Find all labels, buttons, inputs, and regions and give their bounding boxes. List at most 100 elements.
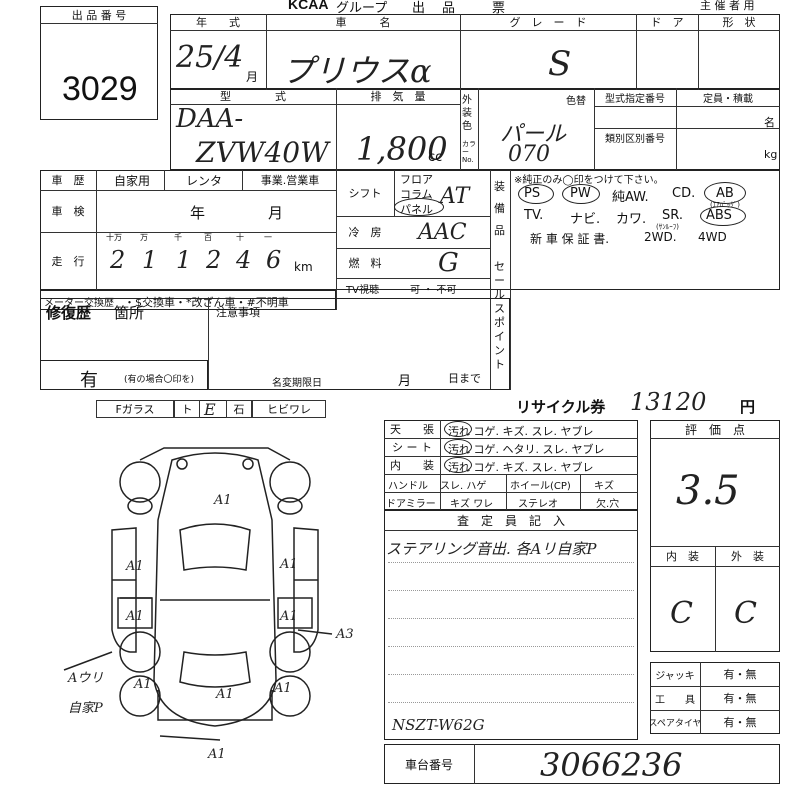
cond-stereo: ステレオ <box>518 499 558 510</box>
unit-100: 百 <box>204 233 212 242</box>
odo-digit-6: 6 <box>266 246 282 274</box>
label-tv: TV視聴 <box>346 285 379 296</box>
label-capacity: 定員・積載 <box>703 93 753 105</box>
chassis-code: NSZT-W62G <box>392 716 485 734</box>
equip-tv: TV. <box>524 208 544 223</box>
tool-jack-value: 有・無 <box>723 668 757 681</box>
row1-box <box>170 14 780 90</box>
side-note-2: 自家P <box>68 700 103 716</box>
cond-interior: 内 装 <box>390 459 434 472</box>
tv-options: 可 ・ 不可 <box>410 285 457 296</box>
aircon-value: AAC <box>418 220 467 245</box>
lot-number: 3029 <box>62 70 138 108</box>
row2-box <box>170 88 780 170</box>
deadline-label: 名変期限日 <box>272 378 322 389</box>
label-exterior: 外 装 <box>731 550 764 563</box>
label-exterior-color: 外装色 <box>462 95 472 132</box>
glass-crack: ヒビワレ <box>252 400 326 418</box>
year-value: 25/4 <box>176 40 244 75</box>
meter-label: メーター交換歴 <box>44 298 114 309</box>
model-line2: ZVW40W <box>196 136 329 169</box>
car-name: プリウスα <box>282 52 432 90</box>
label-shift: シフト <box>348 187 382 200</box>
label-class-no: 類別区別番号 <box>605 133 665 145</box>
repair-place: 箇所 <box>114 304 145 322</box>
tool-spare-value: 有・無 <box>723 716 757 729</box>
cond-ceiling: 天 張 <box>390 423 434 436</box>
repair-answer-box <box>40 360 208 390</box>
repair-box <box>40 298 510 390</box>
recycle-label: リサイクル券 <box>516 398 606 416</box>
color-code: 070 <box>508 142 550 167</box>
inspector-text: ステアリング音出. 各Aリ自家P <box>386 540 597 558</box>
label-door: ド ア <box>650 16 684 29</box>
repair-note: (有の場合〇印を) <box>124 375 195 385</box>
equip-cd: CD. <box>672 186 696 201</box>
label-distance: 走 行 <box>51 255 85 268</box>
lot-box <box>40 6 158 120</box>
equip-2wd: 2WD. <box>644 230 677 244</box>
kg-unit: kg <box>764 148 778 161</box>
cond-handle: ハンドル <box>388 481 428 492</box>
chassis-number: 3066236 <box>540 746 683 784</box>
label-shaken: 車 検 <box>51 205 85 218</box>
unit-1k: 千 <box>174 233 182 242</box>
equip-note: ※純正のみ◯印をつけて下さい。 <box>514 175 664 186</box>
shift-value: AT <box>440 184 470 209</box>
unit-10: 十 <box>236 233 244 242</box>
label-displacement: 排 気 量 <box>370 90 426 103</box>
chassis-label: 車台番号 <box>404 757 453 772</box>
cond-handle-opts: スレ. ハゲ <box>440 481 487 492</box>
side-note-1: Aウリ <box>67 671 103 686</box>
cond-wheel-value: キズ <box>594 481 614 492</box>
history-opt-private: 自家用 <box>113 173 150 188</box>
label-color-change: 色替 <box>566 96 586 107</box>
history-box <box>40 170 780 290</box>
car-diagram: A1 A1 A1 A1 A1 A1 A1 A1 A1 A3 Aウリ 自家P <box>63 447 354 760</box>
equip-sr: SR. <box>662 208 683 223</box>
glass-stone: 石 <box>226 400 252 418</box>
title-char-2: 品 <box>442 1 456 16</box>
cc-unit: cc <box>428 150 443 165</box>
grade-value: S <box>548 44 572 84</box>
odo-digit-1: 2 <box>110 246 126 274</box>
damage-mark-a3: A3 <box>335 627 354 642</box>
owner-label: 主 催 者 用 <box>700 0 755 12</box>
damage-mark-4: A1 <box>279 557 298 572</box>
fuel-value: G <box>438 248 459 278</box>
model-line1: DAA- <box>176 104 244 134</box>
glass-f: Fガラス <box>96 400 174 418</box>
logo: KCAA <box>288 0 329 12</box>
exterior-score: C <box>734 596 757 631</box>
glass-to: ト <box>174 400 200 418</box>
cond-mirror: ドアミラー <box>386 499 436 510</box>
equip-4wd: 4WD <box>698 230 727 244</box>
inspector-title: 査 定 員 記 入 <box>456 513 565 528</box>
odo-digit-4: 2 <box>206 246 222 274</box>
repair-answer: 有 <box>80 370 98 391</box>
label-aircon: 冷 房 <box>348 226 382 239</box>
damage-mark-8: A1 <box>273 681 292 696</box>
history-opt-business: 事業.営業車 <box>260 174 320 187</box>
glass-mark: E <box>204 400 216 419</box>
score-value: 3.5 <box>676 468 740 514</box>
equip-ab-sub: (ｴｱﾊﾞｯｸﾞ) <box>710 201 740 209</box>
tool-tools-value: 有・無 <box>723 692 757 705</box>
notes-label: 注意事項 <box>216 306 260 319</box>
recycle-value: 13120 <box>630 388 707 416</box>
label-year: 年 式 <box>196 16 240 29</box>
odo-digit-2: 1 <box>142 246 158 274</box>
label-interior: 内 装 <box>666 550 699 563</box>
odo-digit-5: 4 <box>236 246 252 274</box>
title-char-3: 票 <box>492 1 506 16</box>
label-grade: グ レ ー ド <box>509 16 587 29</box>
cond-stereo-value: 欠.穴 <box>596 499 620 510</box>
cond-wheel: ホイール(CP) <box>510 481 571 492</box>
tool-tools: 工 具 <box>655 694 695 706</box>
recycle-unit: 円 <box>740 398 756 416</box>
cond-mirror-opts: キズ ワレ <box>450 499 494 510</box>
title-char-1: 出 <box>412 1 426 16</box>
meter-options: ・$交換車・*改ざん車・#不明車 <box>124 296 289 309</box>
shaken-month: 月 <box>268 204 284 222</box>
label-shape: 形 状 <box>722 16 756 29</box>
